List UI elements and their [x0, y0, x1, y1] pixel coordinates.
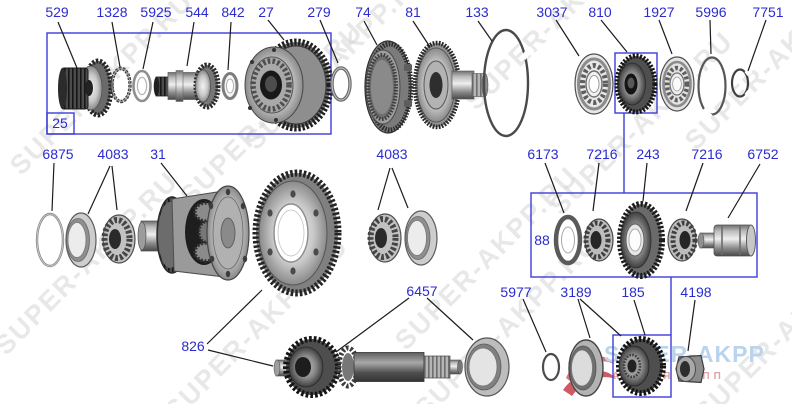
part-5996-illustration [697, 56, 727, 119]
callout-5977: 5977 [500, 284, 532, 300]
part-27-illustration [244, 38, 334, 132]
part-826-ring-gear-illustration [252, 169, 342, 297]
part-810-illustration [614, 53, 658, 115]
part-7751-illustration [730, 68, 753, 98]
callout-4083-a: 4083 [97, 146, 129, 162]
callout-31: 31 [150, 146, 166, 162]
part-4083-bearing-illustration [101, 214, 136, 264]
part-243-illustration [617, 201, 665, 279]
callout-529: 529 [45, 4, 69, 20]
callout-7216-a: 7216 [586, 146, 618, 162]
part-81-illustration [412, 40, 489, 130]
part-133-illustration [482, 28, 535, 138]
callout-1328: 1328 [96, 4, 128, 20]
callout-6457: 6457 [406, 283, 438, 299]
part-4083b-bearing-illustration [367, 213, 402, 263]
callout-544: 544 [185, 4, 209, 20]
group-box-25-tag [46, 112, 75, 135]
callout-6173: 6173 [527, 146, 559, 162]
part-1927-illustration [659, 56, 695, 112]
callout-5925: 5925 [140, 4, 172, 20]
part-185-illustration [616, 336, 666, 396]
part-6752-illustration [697, 224, 756, 257]
callout-185: 185 [621, 284, 645, 300]
logo-subtext: АС ДЛЯ АКПП [612, 371, 725, 382]
part-5925-illustration [132, 69, 152, 103]
part-6875-illustration [35, 212, 65, 268]
callout-826: 826 [181, 338, 205, 354]
callout-842: 842 [221, 4, 245, 20]
part-544-illustration [153, 62, 221, 110]
leader-lines [51, 19, 767, 367]
part-3189-illustration [568, 339, 604, 397]
part-7216a-illustration [583, 218, 614, 262]
part-842-illustration [221, 72, 239, 100]
callout-3189: 3189 [560, 284, 592, 300]
callout-279: 279 [307, 4, 331, 20]
part-529-illustration [58, 58, 114, 118]
part-4083-cup-illustration [65, 212, 97, 268]
part-6457-race-illustration [464, 337, 510, 397]
part-1328-illustration [110, 66, 132, 104]
callout-1927: 1927 [643, 4, 675, 20]
callout-810: 810 [588, 4, 612, 20]
callout-6875: 6875 [42, 146, 74, 162]
part-3037-illustration [574, 53, 614, 115]
part-279-illustration [330, 66, 352, 102]
group-label-25: 25 [52, 115, 68, 131]
callout-81: 81 [405, 4, 421, 20]
part-826-pinion-shaft-illustration [273, 336, 463, 398]
group-box-185 [612, 334, 672, 398]
callout-5996: 5996 [695, 4, 727, 20]
callout-3037: 3037 [536, 4, 568, 20]
part-4198-illustration [675, 354, 705, 384]
part-74-illustration [364, 40, 414, 134]
callout-4083-b: 4083 [376, 146, 408, 162]
callout-74: 74 [355, 4, 371, 20]
callout-6752: 6752 [747, 146, 779, 162]
part-6173-illustration [553, 214, 583, 266]
callout-7751: 7751 [752, 4, 784, 20]
part-5977-illustration [541, 352, 561, 382]
callout-4198: 4198 [680, 284, 712, 300]
group-label-88: 88 [534, 232, 550, 248]
callout-243: 243 [636, 146, 660, 162]
part-7216b-illustration [667, 218, 698, 262]
part-4083b-cup-illustration [404, 210, 438, 266]
callout-133: 133 [465, 4, 489, 20]
callout-7216-b: 7216 [691, 146, 723, 162]
part-31-illustration [137, 185, 250, 281]
callout-27: 27 [258, 4, 274, 20]
